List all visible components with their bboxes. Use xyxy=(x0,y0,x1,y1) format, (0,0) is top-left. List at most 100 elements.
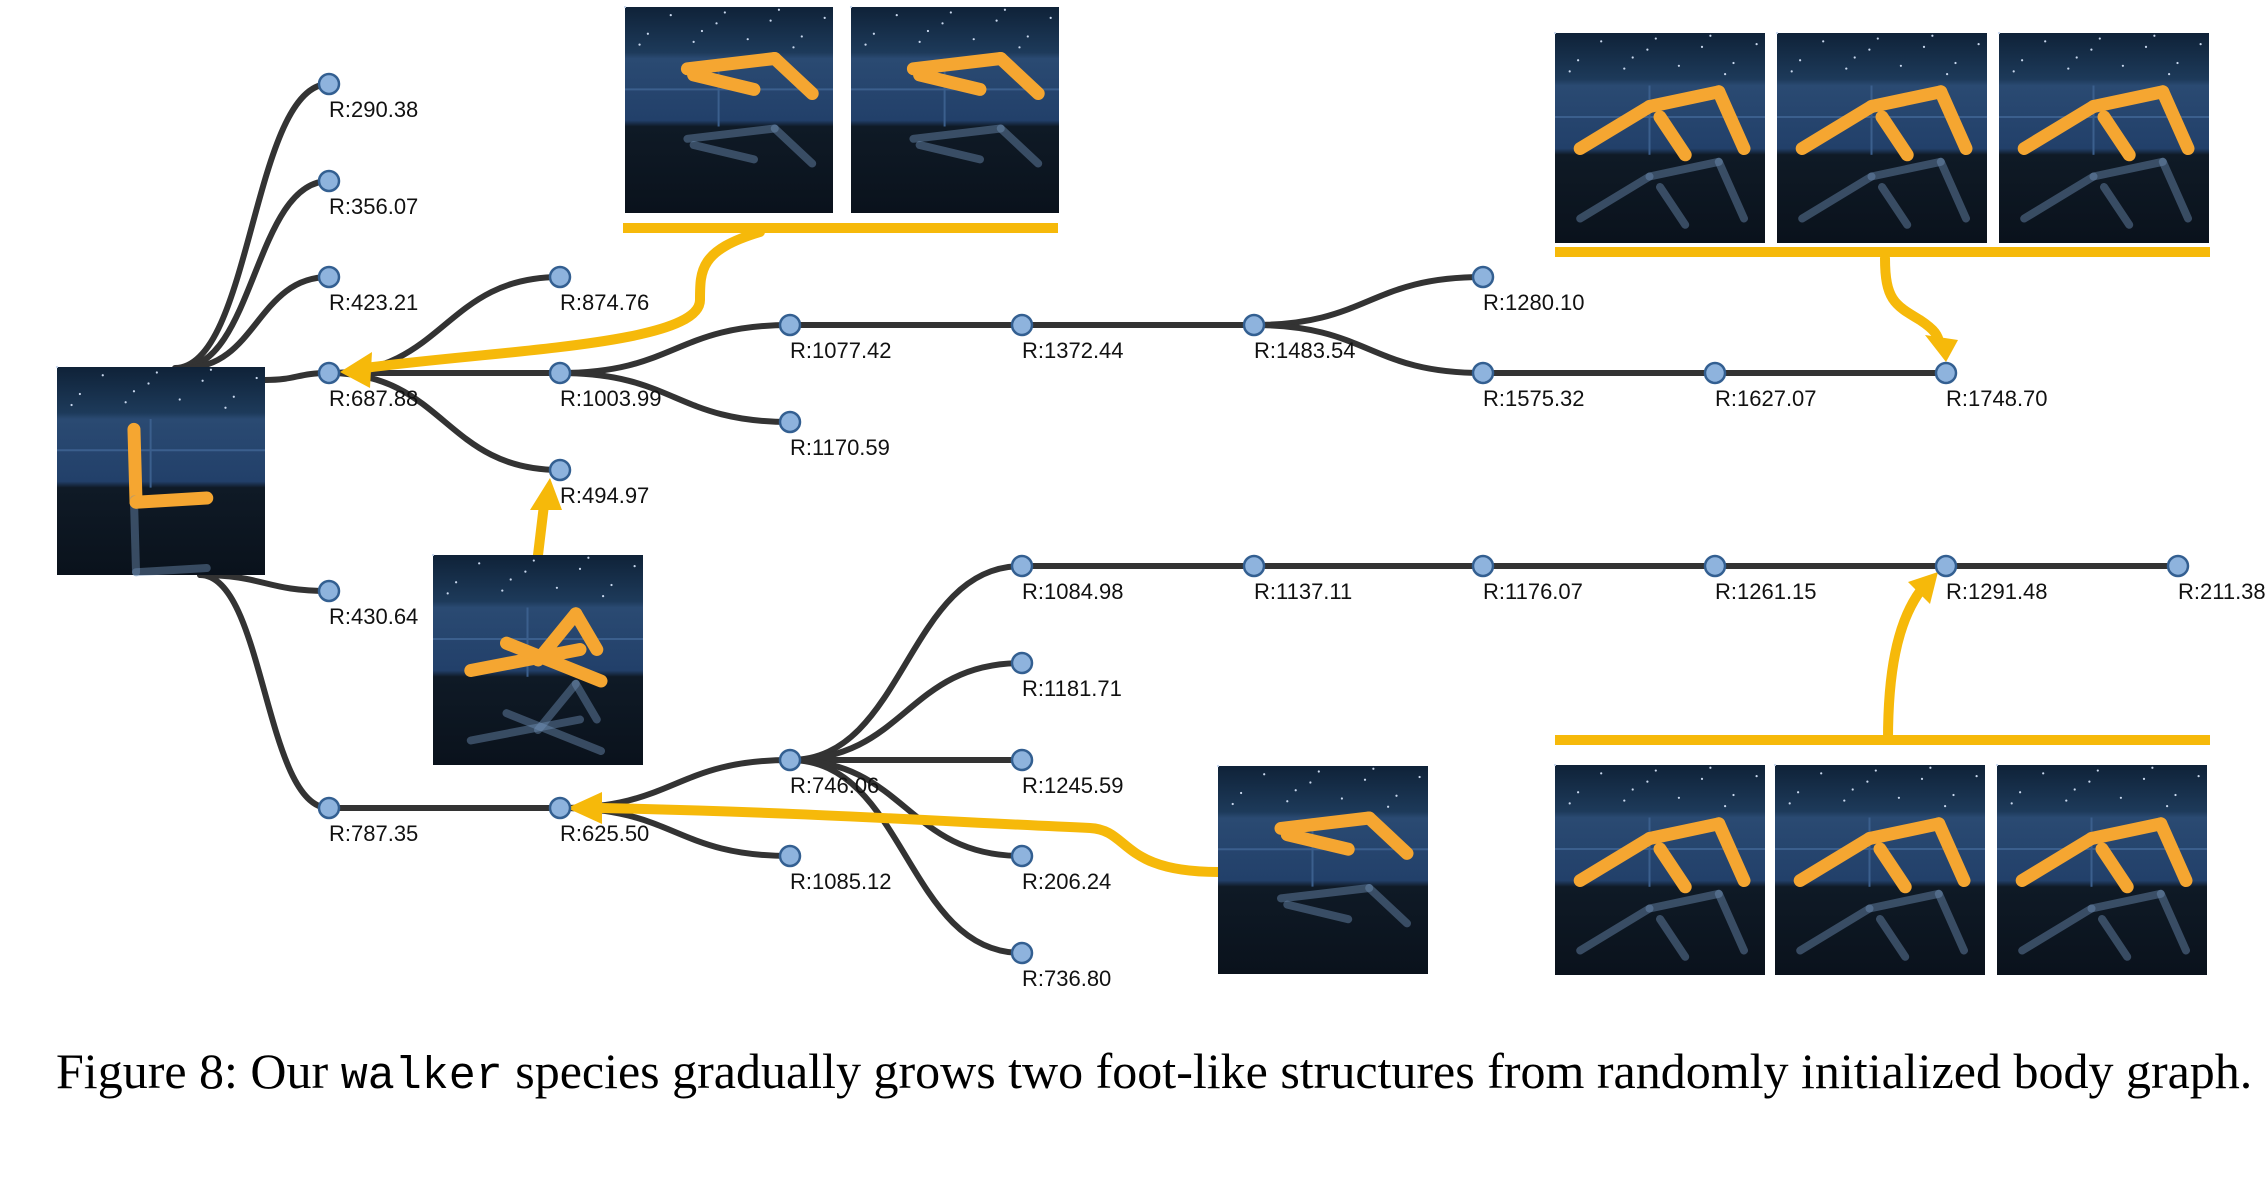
star-dot xyxy=(669,14,672,17)
star-dot xyxy=(1700,777,1704,780)
thumbnail-top-1 xyxy=(623,5,833,213)
agent-reflection xyxy=(1277,884,1374,903)
tree-node xyxy=(317,579,341,603)
tree-node xyxy=(1010,313,1034,337)
agent-reflection xyxy=(1645,889,1723,913)
thumbnail-bottom-mid xyxy=(1216,764,1428,974)
star-dot xyxy=(1654,769,1657,772)
star-dot xyxy=(1954,61,1957,65)
agent-reflection xyxy=(1796,904,1874,955)
star-dot xyxy=(823,16,826,19)
node-label: R:625.50 xyxy=(560,821,649,846)
node-label: R:1748.70 xyxy=(1946,386,2048,411)
thumbnail-mid xyxy=(431,553,643,765)
agent-reflection xyxy=(915,140,984,164)
agent-limb xyxy=(531,607,583,667)
agent-limb xyxy=(129,491,214,509)
star-dot xyxy=(2090,48,2093,51)
tree-nodes xyxy=(317,72,2190,965)
star-dot xyxy=(941,22,944,25)
node-label: R:1137.11 xyxy=(1254,579,1352,604)
star-dot xyxy=(1899,64,1902,67)
star-dot xyxy=(1775,31,1779,35)
star-dot xyxy=(1418,775,1421,779)
tree-node xyxy=(1010,554,1034,578)
agent-reflection xyxy=(1878,183,1912,229)
tree-node xyxy=(778,844,802,868)
agent-limb xyxy=(1712,817,1751,887)
agent-limb xyxy=(2015,832,2098,887)
node-label: R:423.21 xyxy=(329,290,418,315)
tree-labels: R:290.38R:356.07R:423.21R:687.88R:430.64… xyxy=(329,97,2266,991)
star-dot xyxy=(1646,780,1649,783)
tree-node xyxy=(2166,554,2190,578)
tree-edge xyxy=(557,370,793,425)
tree-edge xyxy=(172,81,332,371)
thumbnail-right-bottom-2 xyxy=(1773,763,1985,975)
tree-node xyxy=(548,458,572,482)
tree-edges xyxy=(172,81,2181,956)
star-dot xyxy=(1732,61,1735,65)
agent-limb xyxy=(569,607,604,656)
star-dot xyxy=(602,595,605,598)
star-dot xyxy=(872,32,875,35)
tree-node xyxy=(1934,554,1958,578)
star-dot xyxy=(1797,791,1800,794)
node-label: R:1176.07 xyxy=(1483,579,1583,604)
star-dot xyxy=(455,581,458,584)
star-dot xyxy=(446,592,449,595)
highlight-arrow xyxy=(360,227,765,373)
agent-limb xyxy=(2095,842,2134,894)
star-dot xyxy=(501,589,504,592)
star-dot xyxy=(1677,64,1680,67)
tree-node xyxy=(317,72,341,96)
tree-edge xyxy=(1251,274,1486,328)
agent-limb xyxy=(500,636,608,688)
star-dot xyxy=(1929,766,1932,769)
agent-reflection xyxy=(1798,172,1876,223)
star-dot xyxy=(1049,16,1052,19)
highlight-arrows xyxy=(340,223,2210,877)
star-dot xyxy=(1395,794,1398,797)
star-dot xyxy=(1568,802,1571,805)
agent-reflection xyxy=(2100,183,2134,229)
node-label: R:494.97 xyxy=(560,483,649,508)
star-dot xyxy=(155,371,158,374)
agent-limb xyxy=(768,52,819,101)
thumbnails xyxy=(55,5,2209,975)
agent-limb xyxy=(2017,100,2100,155)
tree-edge xyxy=(1251,322,1486,376)
star-dot xyxy=(2121,64,2124,67)
star-dot xyxy=(1631,56,1634,59)
node-label: R:1483.54 xyxy=(1254,338,1356,363)
star-dot xyxy=(1600,40,1603,43)
star-dot xyxy=(1997,31,2001,35)
star-dot xyxy=(1263,773,1266,776)
star-dot xyxy=(800,35,803,38)
star-dot xyxy=(255,376,258,380)
agent-reflection xyxy=(129,495,141,577)
agent-limb xyxy=(464,643,587,677)
agent-reflection xyxy=(1934,889,1968,955)
tree-node xyxy=(1934,361,1958,385)
tree-node xyxy=(1010,651,1034,675)
star-dot xyxy=(918,40,921,43)
star-dot xyxy=(1820,772,1823,775)
tree-edge xyxy=(787,757,1025,859)
tree-node xyxy=(1471,265,1495,289)
star-dot xyxy=(1724,805,1727,808)
agent-reflection xyxy=(1283,900,1353,924)
star-dot xyxy=(1568,70,1571,73)
agent-limb xyxy=(994,52,1045,101)
agent-limb xyxy=(1873,842,1912,894)
agent-limb xyxy=(680,52,782,76)
tree-node xyxy=(548,796,572,820)
star-dot xyxy=(2119,796,2122,799)
star-dot xyxy=(1822,40,1825,43)
agent-reflection xyxy=(1645,157,1723,181)
node-label: R:1084.98 xyxy=(1022,579,1124,604)
thumbnail-background xyxy=(625,7,833,213)
agent-reflection xyxy=(1714,157,1748,223)
tree-edge xyxy=(557,322,793,376)
